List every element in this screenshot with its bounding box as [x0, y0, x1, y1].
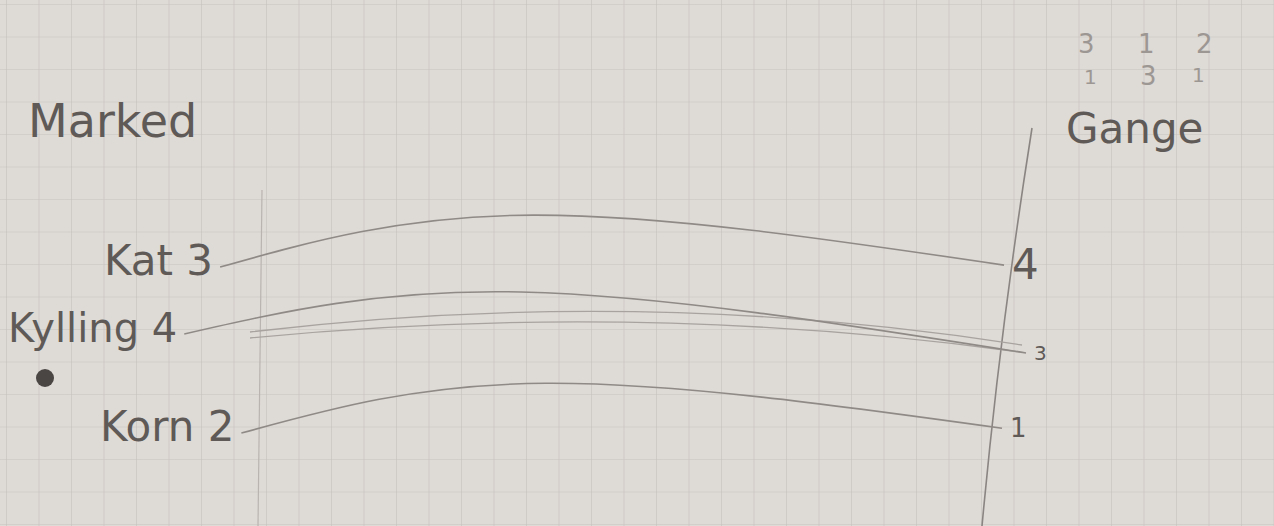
text-item: 1 [1006, 412, 1031, 445]
item-text: 1 [1010, 414, 1027, 443]
item-text: Korn 2 [100, 404, 234, 450]
note-number: 1 [1192, 64, 1205, 86]
item-text: 3 [1034, 342, 1047, 364]
column-line [982, 128, 1032, 526]
text-item: 4 [1008, 240, 1043, 290]
column-heading: Gange [1066, 106, 1203, 152]
note-number: 3 [1078, 30, 1095, 59]
connector-line [220, 215, 1004, 267]
item-text: Kylling 4 [8, 306, 177, 350]
note-number: 1 [1138, 30, 1155, 59]
column-heading: Marked [28, 96, 197, 147]
text-item: 3 [1030, 340, 1051, 366]
extra-stroke [250, 322, 1020, 352]
item-text: 4 [1012, 242, 1039, 288]
connector-line [241, 383, 1002, 433]
text-item: Kat 3 [100, 236, 217, 286]
text-item: Korn 2 [96, 402, 238, 452]
pencil-dot [36, 369, 54, 387]
note-number: 3 [1140, 62, 1157, 91]
connector-line [184, 292, 1026, 353]
column-line [258, 190, 262, 526]
note-number: 1 [1084, 66, 1097, 88]
text-item: Kylling 4 [4, 304, 181, 352]
note-number: 2 [1196, 30, 1213, 59]
item-text: Kat 3 [104, 238, 213, 284]
